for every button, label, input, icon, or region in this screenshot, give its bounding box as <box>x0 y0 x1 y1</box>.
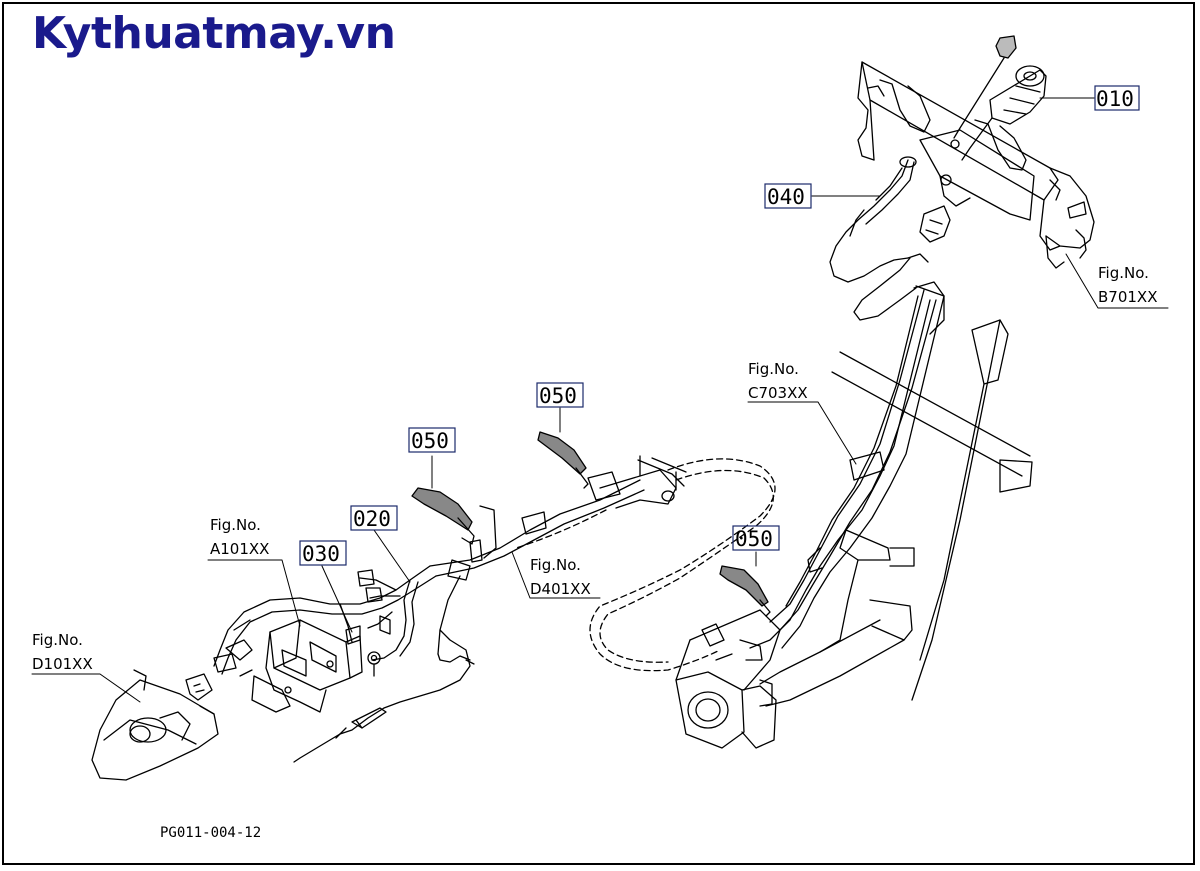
harness-center <box>429 455 687 655</box>
callout-020: 020 <box>350 505 398 531</box>
part-number-050: 050 <box>539 384 577 408</box>
fig-ref-label: Fig.No. <box>210 516 261 534</box>
fig-ref-D101: Fig.No. D101XX <box>32 631 93 673</box>
pedal-housing-lower <box>675 609 781 749</box>
part-number-020: 020 <box>353 507 391 531</box>
callout-050-upper: 050 <box>408 427 456 453</box>
callout-050-mid: 050 <box>536 382 584 408</box>
fig-ref-code: D101XX <box>32 655 93 673</box>
harness-main-run <box>769 289 937 631</box>
fig-ref-D401: Fig.No. D401XX <box>530 556 591 598</box>
cable-tie-050-lower <box>719 565 771 617</box>
fig-ref-code: C703XX <box>748 384 808 402</box>
part-number-040: 040 <box>767 185 805 209</box>
part-number-050: 050 <box>411 429 449 453</box>
site-logo-text: Kythuatmay.vn <box>32 8 396 59</box>
harness-dashed-loop-b <box>599 469 774 663</box>
fig-ref-code: D401XX <box>530 580 591 598</box>
cable-tie-050-mid <box>537 431 589 489</box>
throttle-cable-part-040 <box>829 156 951 321</box>
part-number-010: 010 <box>1096 87 1134 111</box>
fig-ref-B701: Fig.No. B701XX <box>1098 264 1157 306</box>
part-number-030: 030 <box>302 542 340 566</box>
fig-ref-label: Fig.No. <box>748 360 799 378</box>
callout-010: 010 <box>1094 85 1140 111</box>
headlight-housing <box>91 669 219 781</box>
cable-tie-050-upper <box>411 487 475 545</box>
fig-ref-C703: Fig.No. C703XX <box>748 360 808 402</box>
fig-ref-code: A101XX <box>210 540 269 558</box>
callout-030: 030 <box>299 540 347 566</box>
fig-ref-A101: Fig.No. A101XX <box>210 516 269 558</box>
fig-ref-code: B701XX <box>1098 288 1157 306</box>
fig-ref-label: Fig.No. <box>32 631 83 649</box>
fig-ref-label: Fig.No. <box>1098 264 1149 282</box>
leader-lines <box>31 97 1169 703</box>
pedal-bracket-assembly <box>857 61 1095 269</box>
callout-040: 040 <box>764 183 812 209</box>
callout-050-lower: 050 <box>732 525 780 551</box>
ground-terminal <box>367 651 381 677</box>
throttle-knob-part-010 <box>953 35 1047 161</box>
mounting-bracket <box>251 603 363 713</box>
harness-dashed-loop-a <box>589 458 776 672</box>
control-cable-lower <box>293 629 475 763</box>
drawing-code: PG011-004-12 <box>160 825 261 841</box>
frame-rails <box>749 281 1033 707</box>
harness-left-branch <box>213 565 437 677</box>
harness-dashed-link <box>515 509 607 549</box>
fig-ref-label: Fig.No. <box>530 556 581 574</box>
part-number-050: 050 <box>735 527 773 551</box>
